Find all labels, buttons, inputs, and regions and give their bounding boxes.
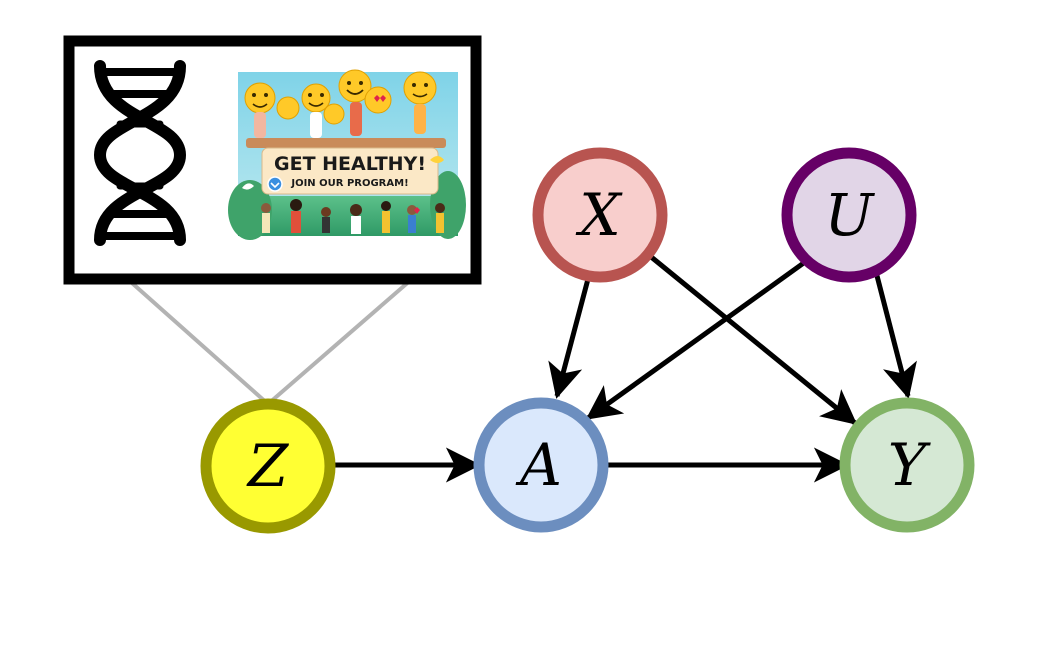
banner-headline: GET HEALTHY! bbox=[274, 153, 426, 175]
banner-subline: JOIN OUR PROGRAM! bbox=[290, 178, 408, 189]
nodes: Z A Y X U bbox=[200, 147, 975, 534]
node-x-circle bbox=[532, 147, 668, 283]
node-z: Z bbox=[200, 398, 336, 534]
bottom-crowd bbox=[242, 156, 445, 234]
node-z-label: Z bbox=[246, 432, 290, 500]
node-z-circle bbox=[200, 398, 336, 534]
node-u-label: U bbox=[825, 181, 876, 249]
emoji-faces bbox=[244, 69, 437, 125]
dna-icon bbox=[93, 60, 187, 246]
node-u: U bbox=[781, 147, 917, 283]
edge-u-to-y bbox=[872, 267, 917, 399]
callout-connector bbox=[121, 273, 414, 406]
people-figures bbox=[246, 102, 446, 148]
node-y-label: Y bbox=[888, 431, 931, 499]
callout-box: GET HEALTHY! JOIN OUR PROGRAM! bbox=[63, 35, 482, 285]
node-a-circle bbox=[473, 397, 609, 533]
node-u-circle bbox=[781, 147, 917, 283]
node-x-label: X bbox=[575, 181, 623, 249]
edge-u-to-a bbox=[585, 259, 807, 421]
node-y-circle bbox=[839, 397, 975, 533]
edge-x-to-y bbox=[648, 254, 858, 425]
node-x: X bbox=[532, 147, 668, 283]
health-program-banner-icon: GET HEALTHY! JOIN OUR PROGRAM! bbox=[228, 69, 466, 240]
node-y: Y bbox=[839, 397, 975, 533]
node-a: A bbox=[473, 397, 609, 533]
banner-sign: GET HEALTHY! JOIN OUR PROGRAM! bbox=[261, 147, 439, 195]
node-a-label: A bbox=[515, 431, 562, 499]
edge-x-to-a bbox=[548, 278, 591, 399]
edges bbox=[332, 254, 917, 483]
